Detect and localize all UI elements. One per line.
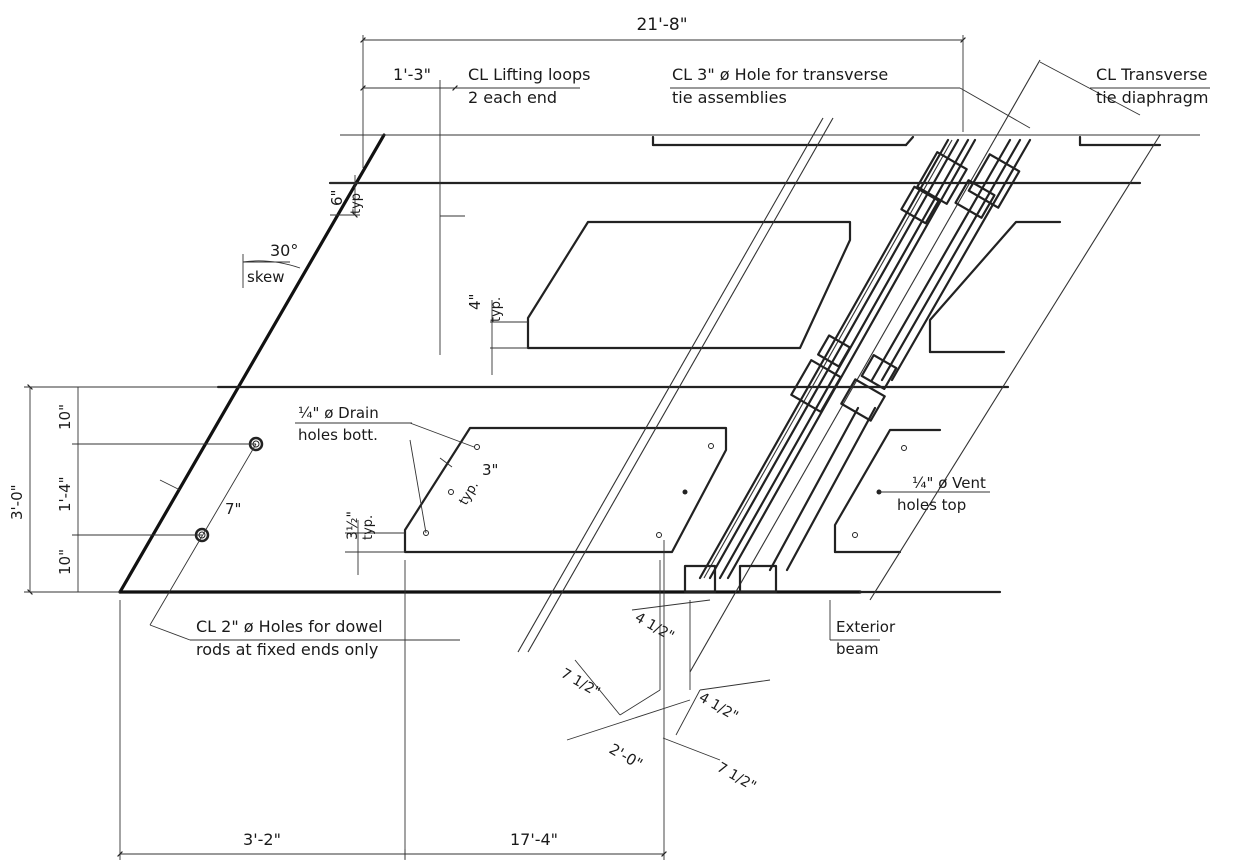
lifting-note-line2: 2 each end (468, 88, 557, 107)
skew-arc (242, 254, 301, 288)
beam-note-line1: Exterior (836, 618, 896, 636)
drain-spacing-label: 3" (482, 461, 498, 479)
drain-dimension (295, 422, 475, 575)
tie-dim-e: 2'-0" (606, 740, 646, 773)
drain-vert-typ-label: typ. (361, 515, 376, 540)
beam-note-line2: beam (836, 640, 879, 658)
depth-total-label: 3'-0" (8, 484, 26, 520)
tie-assembly-2 (738, 138, 1032, 594)
diaphragm-note-line1: CL Transverse (1096, 65, 1208, 84)
overall-length-dimension (360, 35, 966, 168)
bottom-left-dim-label: 3'-2" (243, 830, 281, 849)
depth-mid-label: 1'-4" (56, 476, 74, 512)
beam-outline (118, 133, 1200, 594)
fillet-dim-label: 4" (466, 294, 484, 310)
flange-typ-label: typ (349, 193, 364, 214)
lifting-offset-dimension (360, 80, 580, 355)
overall-length-label: 21'-8" (636, 15, 687, 35)
transverse-hole-lines (517, 59, 1161, 673)
bottom-void (403, 426, 942, 554)
depth-bot-label: 10" (56, 549, 74, 575)
fillet-typ-label: typ. (489, 297, 504, 322)
vent-holes (656, 443, 907, 538)
dowel-note-line2: rods at fixed ends only (196, 640, 378, 659)
tie-dim-c: 4 1/2" (696, 690, 741, 725)
vent-note-line1: ¼" ø Vent (912, 474, 986, 492)
skew-label: skew (247, 268, 284, 286)
tie-dim-b: 7 1/2" (558, 666, 603, 701)
fillet-dimension (490, 300, 528, 375)
lifting-note-line1: CL Lifting loops (468, 65, 591, 84)
hole-note-leader (670, 61, 1210, 129)
flange-dim-label: 6" (328, 190, 346, 206)
drain-vert-label: 3½" (345, 511, 361, 540)
drain-note-line2: holes bott. (298, 426, 378, 444)
drain-spacing-typ-label: typ. (456, 479, 482, 508)
drain-note-line1: ¼" ø Drain (298, 404, 379, 422)
tie-dim-a: 4 1/2" (632, 610, 677, 645)
tie-dim-d: 7 1/2" (714, 760, 759, 795)
dowel-note-line1: CL 2" ø Holes for dowel (196, 617, 383, 636)
depth-top-label: 10" (56, 404, 74, 430)
bottom-dimension (117, 540, 667, 860)
top-void (526, 135, 1162, 354)
hole-note-line2: tie assemblies (672, 88, 787, 107)
skew-angle-label: 30° (270, 241, 298, 260)
diaphragm-note-line2: tie diaphragm (1096, 88, 1208, 107)
bottom-right-dim-label: 17'-4" (510, 830, 558, 849)
hole-note-line1: CL 3" ø Hole for transverse (672, 65, 888, 84)
lifting-offset-label: 1'-3" (393, 65, 431, 84)
vent-note-line2: holes top (897, 496, 966, 514)
tie-spacing-dimensions (566, 560, 880, 761)
tie-assembly-1 (683, 138, 977, 594)
depth-dimension (24, 384, 256, 595)
dowel-offset-dimension (149, 443, 460, 641)
dowel-offset-label: 7" (225, 500, 241, 518)
flange-dimension (330, 175, 360, 218)
